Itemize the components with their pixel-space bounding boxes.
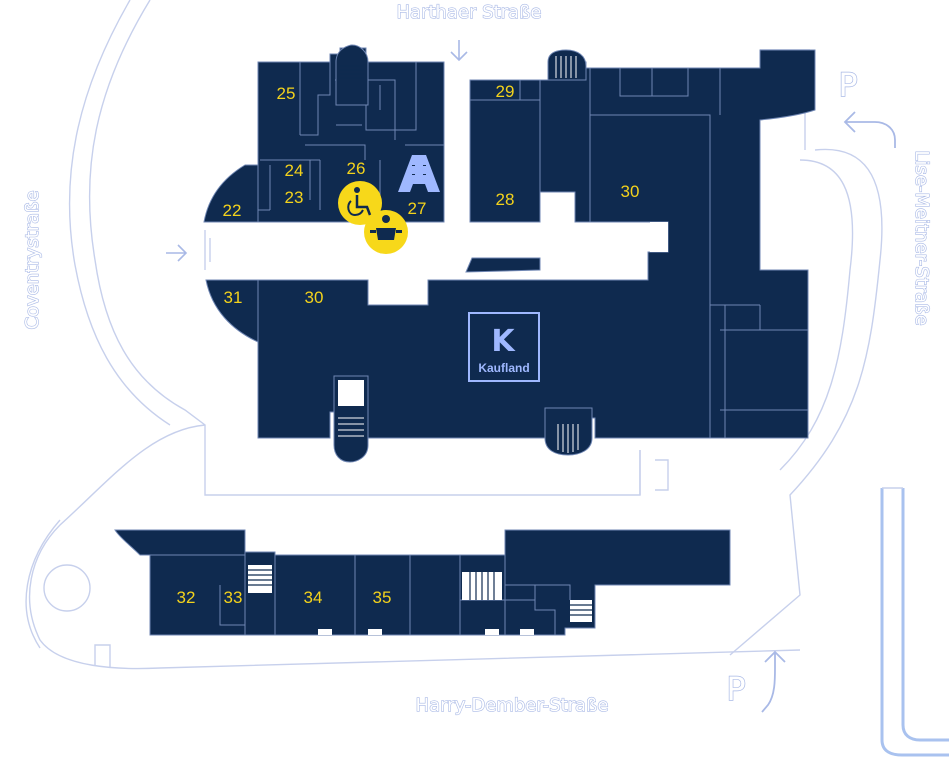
north-stair-1	[335, 44, 369, 106]
street-name-south: Harry-Dember-Straße	[416, 695, 609, 716]
unit-labels: 25 29 24 26 23 22 27 28 30 31 30 32 33 3…	[177, 82, 640, 607]
north-stair-2	[547, 49, 587, 81]
unit-label-26[interactable]: 26	[347, 159, 366, 178]
unit-label-23[interactable]: 23	[285, 188, 304, 207]
street-name-east: Lise-Meitner-Straße	[911, 150, 932, 325]
unit-label-34[interactable]: 34	[304, 588, 323, 607]
unit-label-33[interactable]: 33	[224, 588, 243, 607]
unit-22-shape[interactable]	[203, 164, 259, 223]
entrance-arrow-icon	[166, 40, 468, 262]
unit-label-25[interactable]: 25	[277, 84, 296, 103]
unit-label-35[interactable]: 35	[373, 588, 392, 607]
south-stair-2	[544, 407, 593, 456]
unit-label-32[interactable]: 32	[177, 588, 196, 607]
south-stair-1	[333, 375, 369, 463]
parking-north-east: P	[838, 65, 896, 148]
parking-icon: P	[838, 66, 857, 104]
baby-changing-icon	[364, 210, 408, 254]
wheelchair-icon	[338, 181, 382, 225]
kaufland-logo[interactable]: K Kaufland	[468, 312, 540, 382]
north-building	[203, 44, 816, 463]
street-name-north: Harthaer Straße	[397, 2, 542, 23]
parking-south-east: P	[726, 650, 786, 713]
unit-label-31[interactable]: 31	[224, 288, 243, 307]
unit-label-30-east[interactable]: 30	[621, 182, 640, 201]
unit-label-27[interactable]: 27	[408, 199, 427, 218]
kaufland-logo-name: Kaufland	[478, 361, 529, 375]
unit-label-29[interactable]: 29	[496, 82, 515, 101]
kaufland-logo-letter: K	[491, 324, 516, 359]
pharmacy-icon	[398, 155, 440, 192]
south-building	[114, 529, 731, 636]
unit-label-22[interactable]: 22	[223, 201, 242, 220]
unit-31-shape[interactable]	[205, 279, 259, 343]
unit-label-28[interactable]: 28	[496, 190, 515, 209]
street-name-west: Coventrystraße	[22, 190, 43, 329]
road-outlines	[25, 0, 949, 757]
parking-icon: P	[726, 670, 745, 708]
unit-label-24[interactable]: 24	[285, 161, 304, 180]
unit-label-30-west[interactable]: 30	[305, 288, 324, 307]
